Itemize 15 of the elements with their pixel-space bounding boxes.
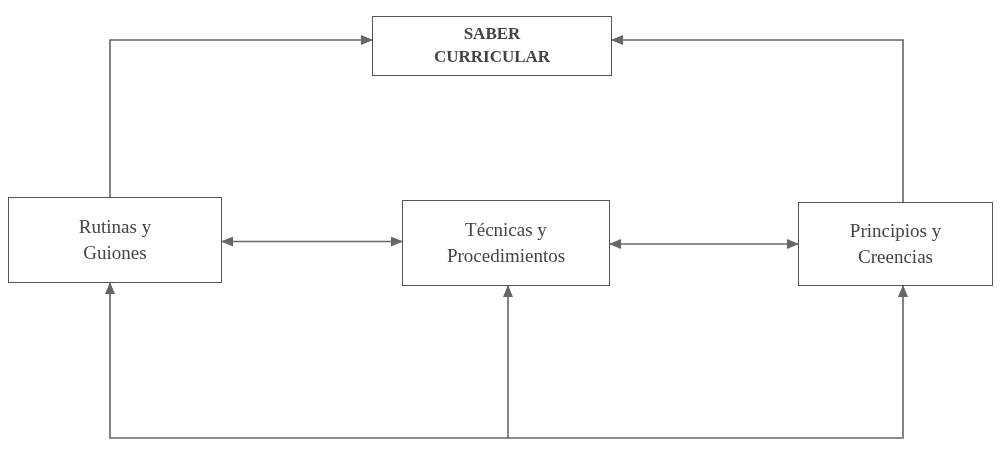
arrow: [611, 35, 904, 203]
arrow: [503, 285, 513, 439]
arrow: [109, 35, 373, 198]
arrow: [507, 285, 908, 439]
arrow: [105, 282, 509, 439]
box-label: SABER CURRICULAR: [432, 23, 552, 68]
process-box: [798, 202, 993, 286]
process-box: [372, 16, 612, 76]
arrow: [221, 236, 403, 247]
box-label: Principios y Creencias: [848, 219, 943, 269]
process-box: [8, 197, 222, 283]
box-label: Rutinas y Guiones: [77, 215, 153, 265]
box-label: Técnicas y Procedimientos: [445, 218, 567, 268]
process-box: [402, 200, 610, 286]
arrow: [609, 239, 799, 249]
